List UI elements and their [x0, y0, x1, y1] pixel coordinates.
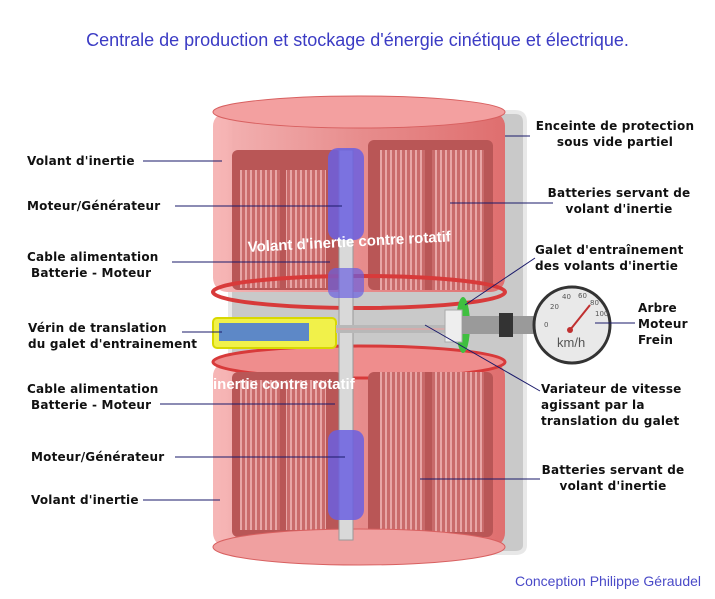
label-motor-generator-top: Moteur/Générateur — [27, 198, 160, 214]
svg-text:0: 0 — [544, 321, 548, 329]
label-line: Cable alimentation — [27, 382, 159, 396]
label-line: Batterie - Moteur — [31, 266, 152, 280]
label-batteries-bottom: Batteries servant de volant d'inertie — [538, 462, 688, 494]
label-line: Enceinte de protection — [535, 119, 695, 133]
label-line: du galet d'entrainement — [28, 337, 198, 351]
label-speed-variator: Variateur de vitesse agissant par la trans… — [541, 381, 682, 429]
label-line: Variateur de vitesse — [541, 382, 682, 396]
label-line: agissant par la — [541, 398, 645, 412]
label-flywheel-top: Volant d'inertie — [27, 153, 135, 169]
label-line: des volants d'inertie — [535, 259, 679, 273]
label-vacuum-enclosure: Enceinte de protection sous vide partiel — [530, 118, 700, 150]
label-motor-generator-bottom: Moteur/Générateur — [31, 449, 164, 465]
label-line: Vérin de translation — [28, 321, 167, 335]
label-batteries-top: Batteries servant de volant d'inertie — [544, 185, 694, 217]
label-line: Batterie - Moteur — [31, 398, 152, 412]
label-line: volant d'inertie — [559, 479, 667, 493]
leader-lines — [143, 135, 635, 501]
label-line: Galet d'entraînement — [535, 243, 684, 257]
motor-top — [328, 148, 364, 240]
label-line: sous vide partiel — [556, 135, 674, 149]
gauge-unit: km/h — [557, 335, 585, 350]
label-translation-actuator: Vérin de translation du galet d'entrainem… — [28, 320, 197, 352]
label-line: volant d'inertie — [565, 202, 673, 216]
speed-gauge: 0 20 40 60 80 100 km/h — [532, 285, 612, 365]
motor-bottom — [328, 430, 364, 520]
label-line: Volant d'inertie — [31, 493, 139, 507]
diagram-title: Centrale de production et stockage d'éne… — [86, 30, 629, 50]
label-line: Moteur/Générateur — [31, 450, 165, 464]
label-line: translation du galet — [541, 414, 680, 428]
label-line: Moteur — [638, 317, 688, 331]
label-line: Batteries servant de — [547, 186, 691, 200]
label-line: Cable alimentation — [27, 250, 159, 264]
label-drive-roller: Galet d'entraînement des volants d'inerti… — [535, 242, 684, 274]
label-line: Volant d'inertie — [27, 154, 135, 168]
svg-text:20: 20 — [550, 303, 559, 311]
svg-text:80: 80 — [590, 299, 599, 307]
svg-text:60: 60 — [578, 292, 587, 300]
author-credit: Conception Philippe Géraudel — [514, 573, 701, 589]
label-line: Frein — [638, 333, 674, 347]
drum-text-bottom: inertie contre rotatif — [213, 376, 356, 393]
label-line: Arbre — [638, 301, 677, 315]
label-line: Batteries servant de — [541, 463, 685, 477]
svg-text:40: 40 — [562, 293, 571, 301]
svg-text:100: 100 — [595, 310, 608, 318]
label-line: Moteur/Générateur — [27, 199, 161, 213]
bottom-flywheel — [211, 344, 507, 566]
label-flywheel-bottom: Volant d'inertie — [31, 492, 139, 508]
